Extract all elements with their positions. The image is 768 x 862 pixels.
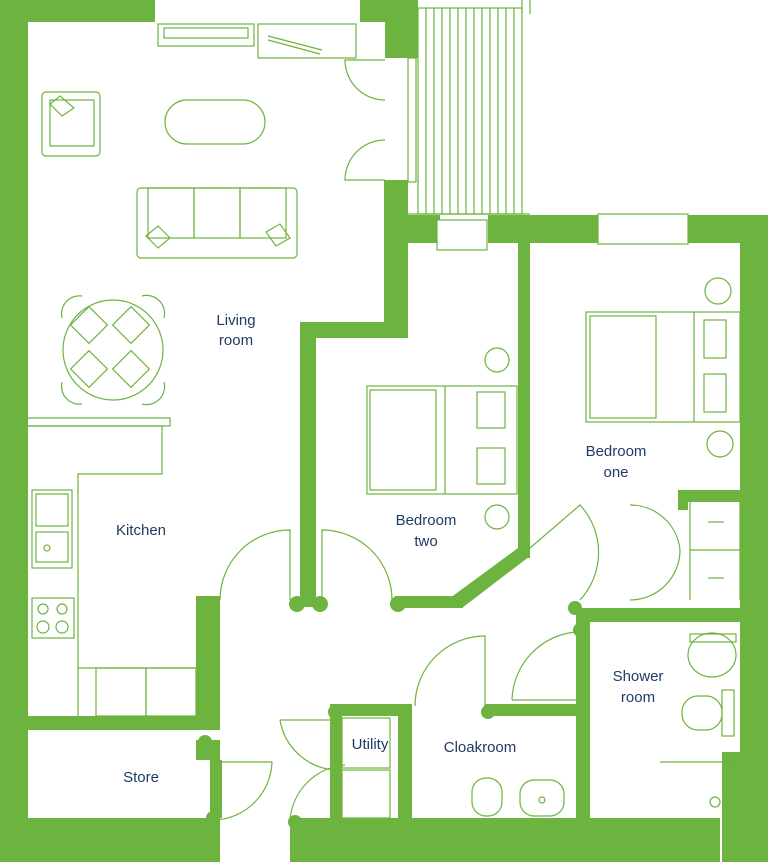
living-furniture (41, 23, 357, 406)
utility-label: Utility (352, 736, 389, 753)
shower-room-label-line1: Shower (613, 668, 664, 685)
wall-store-right (210, 760, 222, 818)
kitchen-label: Kitchen (116, 522, 166, 539)
bedroom-two-furniture (366, 219, 518, 530)
cloakroom-label: Cloakroom (444, 739, 517, 756)
wall-shower-top (576, 608, 766, 622)
wall-shower-left (576, 616, 590, 832)
shower-fixtures (660, 632, 740, 808)
wall-outer-right-lower (722, 752, 768, 862)
wall-top-left-a (0, 0, 155, 22)
wall-bed2-step (303, 322, 408, 338)
shower-room-label-line2: room (621, 689, 655, 706)
bedroom-one-furniture (585, 213, 741, 601)
wall-bottom-left (0, 818, 220, 862)
wall-wardrobe-top (678, 490, 768, 502)
room-labels: Living room Kitchen Bedroom two Bedroom … (116, 312, 663, 786)
wall-bed2-top (384, 240, 408, 325)
kitchen-units (28, 417, 197, 717)
wall-hall-left (196, 596, 220, 726)
wall-utility-left (330, 704, 342, 822)
living-room-label-line2: room (219, 332, 253, 349)
living-room-label-line1: Living (216, 312, 255, 329)
bedroom-one-label-line1: Bedroom (586, 443, 647, 460)
bedroom-two-label-line2: two (414, 533, 437, 550)
wall-top-right-b (488, 215, 600, 243)
wall-top-corner (385, 0, 418, 58)
wall-wardrobe-stub (678, 490, 688, 510)
wall-balcony-side (384, 180, 408, 240)
store-label: Store (123, 769, 159, 786)
hall-doors (214, 504, 600, 821)
wall-outer-left (0, 0, 28, 836)
wall-angled (450, 548, 530, 608)
wall-bed2-left (300, 322, 316, 607)
bedroom-two-label-line1: Bedroom (396, 512, 457, 529)
wall-outer-right (740, 215, 768, 760)
wall-bed2-bottom (395, 596, 463, 608)
bedroom-one-label-line2: one (603, 464, 628, 481)
balcony (408, 0, 531, 215)
wall-utility-top (330, 704, 410, 716)
wall-top-right-c (686, 215, 768, 243)
wall-cloak-left (398, 704, 412, 822)
wall-bed-divider (518, 240, 530, 558)
wall-store-top (0, 716, 220, 730)
wall-bottom-right (290, 818, 720, 862)
cloakroom-fixtures (341, 717, 565, 819)
wall-cloak-top (485, 704, 585, 716)
living-french-doors (344, 57, 417, 183)
